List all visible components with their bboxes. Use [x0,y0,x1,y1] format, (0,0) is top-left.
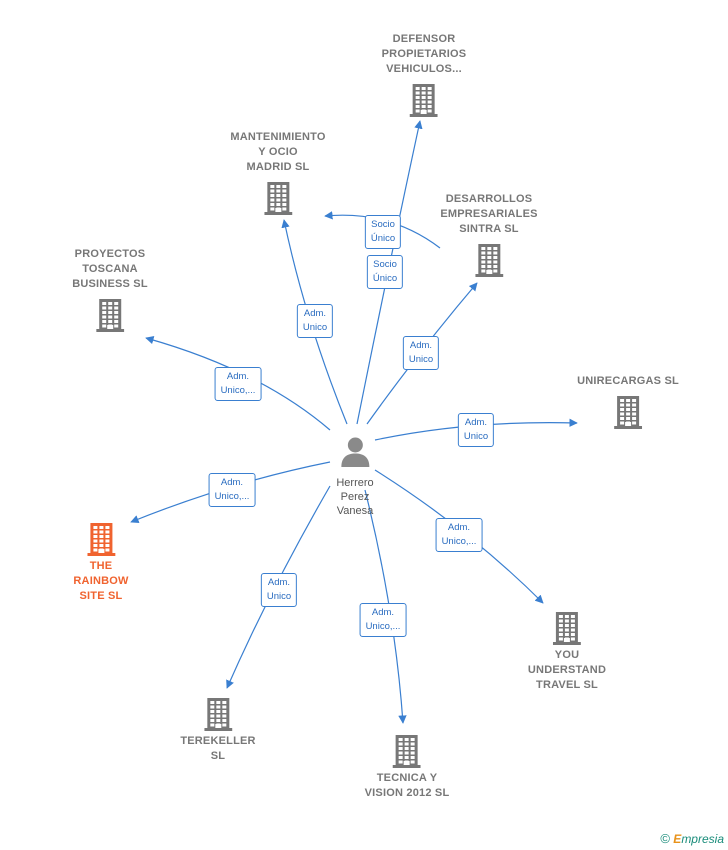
company-node-desarrollos[interactable]: DESARROLLOS EMPRESARIALES SINTRA SL [440,192,537,277]
edge-role-line: Socio [371,219,395,230]
company-name-line: VISION 2012 SL [364,787,450,799]
company-node-tecnica[interactable]: TECNICA Y VISION 2012 SL [365,734,450,801]
company-name-line: TOSCANA [82,263,138,275]
building-icon [410,84,438,117]
company-node-mantenimiento[interactable]: MANTENIMIENTO Y OCIO MADRID SL [230,130,325,215]
company-name: UNIRECARGAS SL [577,374,679,389]
brand-logo[interactable]: Empresia [673,832,724,846]
edge-role-label[interactable]: Adm. Unico,... [208,473,256,507]
copyright-symbol: © [660,831,670,846]
edge-role-label[interactable]: Adm. Unico [260,573,298,607]
edge-role-label[interactable]: Adm. Unico [402,336,440,370]
company-name-line: RAINBOW [73,575,129,587]
edge-role-line: Unico,... [214,491,250,502]
company-name-line: TEREKELLER [180,735,256,747]
edge-role-line: Único [370,233,396,244]
company-node-rainbow[interactable]: THE RAINBOW SITE SL [73,522,128,604]
edge-role-line: Unico,... [441,536,477,547]
edge-role-line: Adm. [303,308,327,319]
edge-role-line: Unico [463,431,489,442]
company-node-you[interactable]: YOU UNDERSTAND TRAVEL SL [528,611,606,693]
company-name: DEFENSOR PROPIETARIOS VEHICULOS... [382,32,467,77]
building-icon [204,698,232,731]
company-node-unirecargas[interactable]: UNIRECARGAS SL [577,374,679,429]
company-name: TEREKELLER SL [180,734,255,764]
company-name: THE RAINBOW SITE SL [73,559,128,604]
company-name-line: SITE SL [79,590,123,602]
edge-role-line: Adm. [220,477,244,488]
company-name: DESARROLLOS EMPRESARIALES SINTRA SL [440,192,537,237]
edge-role-line: Adm. [226,371,250,382]
company-node-proyectos[interactable]: PROYECTOS TOSCANA BUSINESS SL [72,247,148,332]
center-person[interactable]: Herrero Perez Vanesa [336,436,374,518]
edge-role-label[interactable]: Adm. Unico,... [435,518,483,552]
company-node-defensor[interactable]: DEFENSOR PROPIETARIOS VEHICULOS... [382,32,467,117]
building-icon [96,299,124,332]
edge-role-line: Unico [302,322,328,333]
edge-role-line: Adm. [267,577,291,588]
edge-role-line: Unico [266,591,292,602]
company-name: MANTENIMIENTO Y OCIO MADRID SL [230,130,325,175]
company-name: PROYECTOS TOSCANA BUSINESS SL [72,247,148,292]
brand-rest: mpresia [681,832,724,846]
building-icon [553,612,581,645]
footer-brand: © Empresia [660,831,724,846]
company-name-line: SINTRA SL [459,223,519,235]
company-name-line: VEHICULOS... [386,63,462,75]
edge-role-line: Socio [373,259,397,270]
person-icon [340,437,369,467]
edge-role-line: Adm. [371,607,395,618]
company-name-line: MADRID SL [246,161,310,173]
building-icon [392,735,421,768]
company-name-line: TECNICA Y [376,772,438,784]
building-icon [263,182,292,215]
company-node-terekeller[interactable]: TEREKELLER SL [180,697,255,764]
edge-role-label[interactable]: Adm. Unico,... [359,603,407,637]
person-name: Herrero Perez Vanesa [336,476,373,518]
edge-role-line: Unico,... [365,621,401,632]
edge-role-label[interactable]: Adm. Unico [296,304,334,338]
edge-role-line: Único [372,273,398,284]
company-name: YOU UNDERSTAND TRAVEL SL [528,648,606,693]
company-name-line: DEFENSOR [392,33,456,45]
company-name-line: TRAVEL SL [536,679,598,691]
edge-role-label[interactable]: Adm. Unico,... [214,367,262,401]
edge-role-line: Adm. [464,417,488,428]
building-icon [86,523,115,556]
person-name-line: Herrero [336,477,374,489]
edge-role-line: Unico [408,354,434,365]
company-name: TECNICA Y VISION 2012 SL [365,771,450,801]
building-icon [614,396,642,429]
company-name-line: SL [210,750,226,762]
building-icon [475,244,503,277]
brand-initial: E [673,832,682,846]
company-name-line: UNIRECARGAS SL [577,375,679,387]
edge-role-line: Adm. [447,522,471,533]
company-name-line: EMPRESARIALES [440,208,538,220]
company-name-line: Y OCIO [258,146,298,158]
company-name-line: DESARROLLOS [445,193,533,205]
edge-role-line: Adm. [409,340,433,351]
company-name-line: BUSINESS SL [72,278,148,290]
person-name-line: Vanesa [336,505,374,517]
company-name-line: PROYECTOS [74,248,146,260]
edge-role-label[interactable]: Adm. Unico [457,413,495,447]
company-name-line: MANTENIMIENTO [230,131,326,143]
company-name-line: YOU [554,649,580,661]
company-name-line: UNDERSTAND [527,664,607,676]
edge-role-line: Unico,... [220,385,256,396]
company-name-line: THE [89,560,113,572]
company-name-line: PROPIETARIOS [381,48,467,60]
person-name-line: Perez [340,491,370,503]
